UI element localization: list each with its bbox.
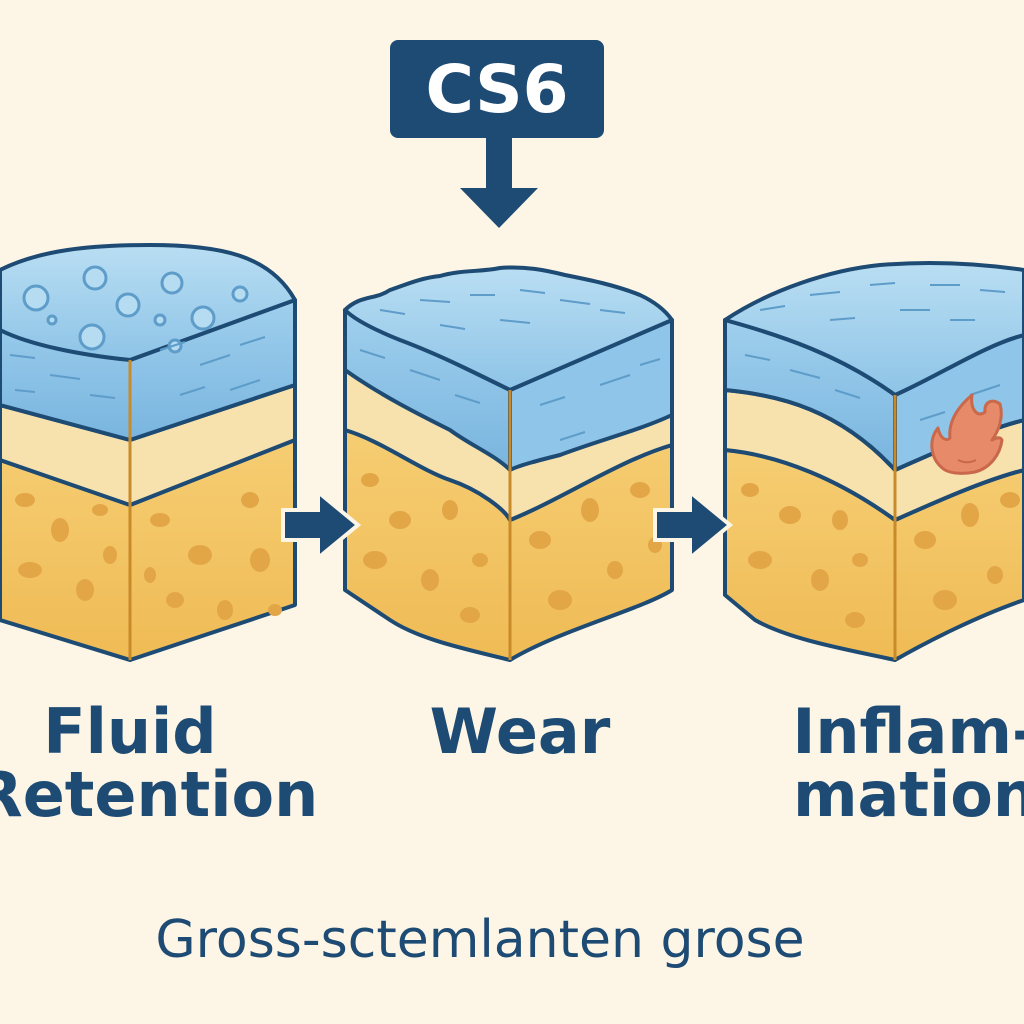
bone-pores <box>15 492 282 620</box>
right-arrow-icon <box>653 487 734 563</box>
fluid-bubbles <box>22 265 249 354</box>
stage-label-inflammation: Inflam- mation <box>760 695 1024 832</box>
cs6-label: CS6 <box>425 50 569 128</box>
cartilage-top <box>0 243 297 362</box>
bone-pores <box>741 483 1020 628</box>
stage-label-wear: Wear <box>400 700 640 763</box>
bone-pores <box>361 473 662 623</box>
cartilage-top <box>343 265 674 392</box>
stage-label-line2: mation <box>792 758 1024 832</box>
stage-label-line2: Retention <box>0 758 319 832</box>
cartilage-top <box>723 260 1024 397</box>
cartilage-texture <box>744 282 1006 421</box>
flame-icon <box>930 393 1004 475</box>
down-arrow-icon <box>460 138 538 228</box>
cartilage-texture <box>9 336 266 399</box>
cartilage-side-right <box>508 318 674 472</box>
block-fluid-retention <box>0 243 297 662</box>
wear-texture <box>359 289 661 441</box>
block-inflammation <box>723 260 1024 662</box>
arrow-to-wear <box>281 487 362 563</box>
cs6-box <box>390 40 604 138</box>
diagram-caption: Gross-sctemlanten grose <box>155 910 805 970</box>
stage-label-line1: Fluid <box>43 695 217 768</box>
block-wear <box>343 265 674 662</box>
stage-label-line1: Inflam- <box>792 695 1024 768</box>
right-arrow-icon <box>281 487 362 563</box>
cartilage-side <box>343 308 512 472</box>
stage-label-line1: Wear <box>429 695 611 768</box>
arrow-to-inflammation <box>653 487 734 563</box>
stage-label-fluid-retention: Fluid Retention <box>0 695 319 832</box>
